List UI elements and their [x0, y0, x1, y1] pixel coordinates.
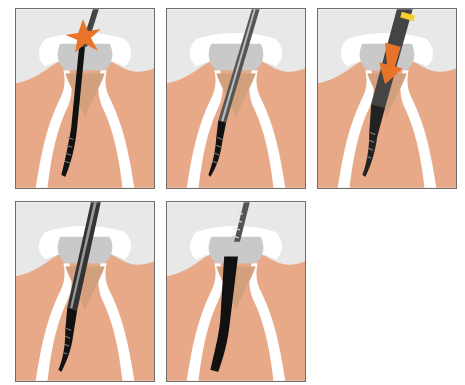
tooth-diagram: [318, 9, 456, 188]
tooth-diagram: [167, 202, 305, 381]
panel-step-2: [166, 8, 306, 189]
crown-filling: [58, 44, 113, 71]
tooth-diagram: [16, 202, 154, 381]
panel-step-5: [166, 201, 306, 382]
tooth-diagram: [167, 9, 305, 188]
panel-step-4: [15, 201, 155, 382]
panel-step-3: [317, 8, 457, 189]
panel-step-1: [15, 8, 155, 189]
tooth-diagram: [16, 9, 154, 188]
